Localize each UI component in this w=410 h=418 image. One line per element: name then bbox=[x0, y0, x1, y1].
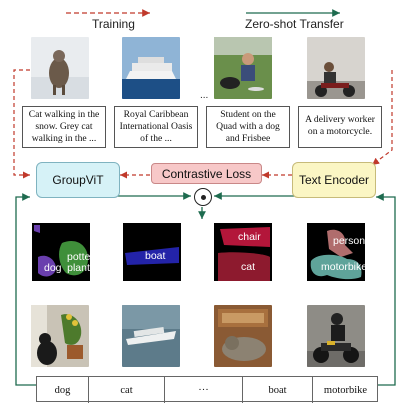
photo-dog-plant bbox=[31, 305, 89, 367]
photo-motorbike-rider bbox=[307, 305, 365, 367]
seg-label-cat: cat bbox=[241, 261, 256, 273]
zeroshot-image-path bbox=[15, 193, 36, 386]
dot-product-icon bbox=[194, 188, 212, 206]
ellipsis: ... bbox=[200, 90, 209, 101]
photo-cruise-ship bbox=[122, 37, 180, 99]
photo-motorcycle bbox=[307, 37, 365, 99]
seg-label-boat: boat bbox=[145, 250, 166, 262]
seg-label-motorbike: motorbike bbox=[321, 261, 365, 273]
contrastive-loss-box: Contrastive Loss bbox=[151, 163, 262, 184]
seg-label-chair: chair bbox=[238, 231, 261, 243]
photo-cat-chair bbox=[214, 305, 272, 367]
photo-cat-snow bbox=[31, 37, 89, 99]
training-label: Training bbox=[92, 17, 135, 31]
class-cell-ellipsis: ··· bbox=[165, 377, 243, 403]
caption-cat: Cat walking in the snow. Grey cat walkin… bbox=[22, 106, 106, 148]
zeroshot-label: Zero-shot Transfer bbox=[245, 17, 344, 31]
photo-student-dog bbox=[214, 37, 272, 99]
class-name-row: dog cat ··· boat motorbike bbox=[36, 376, 378, 403]
seg-boat: boat bbox=[123, 223, 181, 281]
caption-cruise: Royal Caribbean International Oasis of t… bbox=[114, 106, 198, 148]
groupvit-box: GroupViT bbox=[36, 162, 120, 198]
seg-person-motorbike: person motorbike bbox=[307, 223, 365, 281]
class-cell-cat: cat bbox=[89, 377, 165, 403]
zeroshot-text-path bbox=[376, 193, 396, 386]
text-encoder-box: Text Encoder bbox=[292, 162, 376, 198]
caption-student: Student on the Quad with a dog and Frisb… bbox=[206, 106, 290, 148]
seg-dog-plant: dog potted plant bbox=[32, 223, 90, 281]
seg-label-person: person bbox=[333, 235, 365, 247]
seg-label-dog: dog bbox=[44, 262, 62, 274]
training-image-path bbox=[13, 69, 30, 179]
class-cell-boat: boat bbox=[243, 377, 313, 403]
training-caption-path bbox=[371, 70, 393, 166]
seg-label-potted-plant-1: potted plant bbox=[67, 251, 90, 274]
photo-ship bbox=[122, 305, 180, 367]
class-cell-motorbike: motorbike bbox=[323, 384, 368, 396]
class-cell-dog: dog bbox=[37, 377, 89, 403]
seg-chair-cat: chair cat bbox=[214, 223, 272, 281]
caption-delivery: A delivery worker on a motorcycle. bbox=[298, 106, 382, 148]
